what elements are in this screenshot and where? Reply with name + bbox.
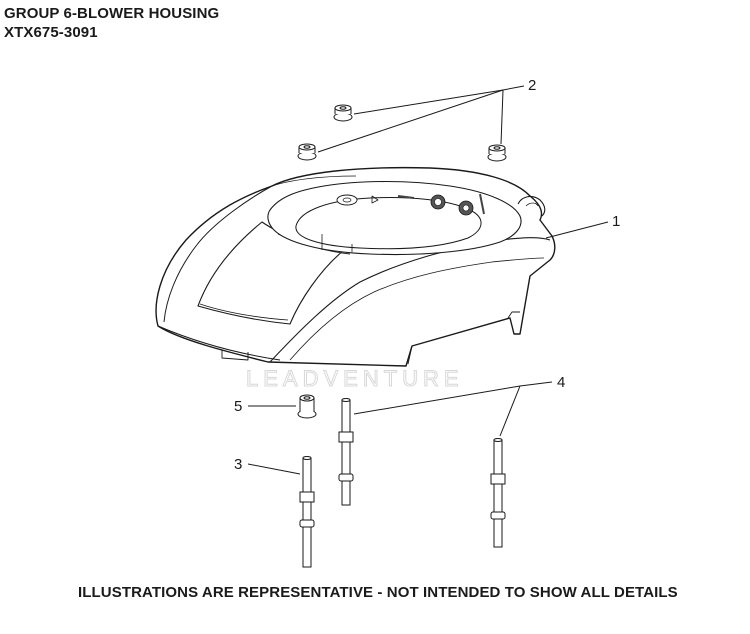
leader-nut-2 [317,89,504,153]
leader-housing [545,221,609,239]
long-stud-part-center [338,398,354,506]
flange-nut-part [297,104,507,162]
model-number: XTX675-3091 [4,24,98,41]
flange-nut-2 [297,143,317,161]
callout-5: 5 [234,398,242,415]
leader-lines [247,85,609,475]
leader-nut-3 [500,89,504,145]
flange-nut-3 [487,144,507,162]
leader-short-stud [247,463,301,475]
callout-2: 2 [528,77,536,94]
leader-stud-right [499,385,521,437]
short-stud-part [299,456,315,568]
callout-4: 4 [557,374,565,391]
callout-1: 1 [612,213,620,230]
blower-housing-part [155,166,556,367]
callout-3: 3 [234,456,242,473]
long-stud-part-right [490,438,506,548]
spacer-part [297,394,317,419]
flange-nut-1 [333,104,353,122]
leader-nut-1 [353,85,525,115]
group-title: GROUP 6-BLOWER HOUSING [4,5,220,22]
watermark-text: LEADVENTURE [246,366,464,391]
disclaimer-text: ILLUSTRATIONS ARE REPRESENTATIVE - NOT I… [78,584,678,601]
diagram-title: GROUP 6-BLOWER HOUSING XTX675-3091 [4,4,219,42]
